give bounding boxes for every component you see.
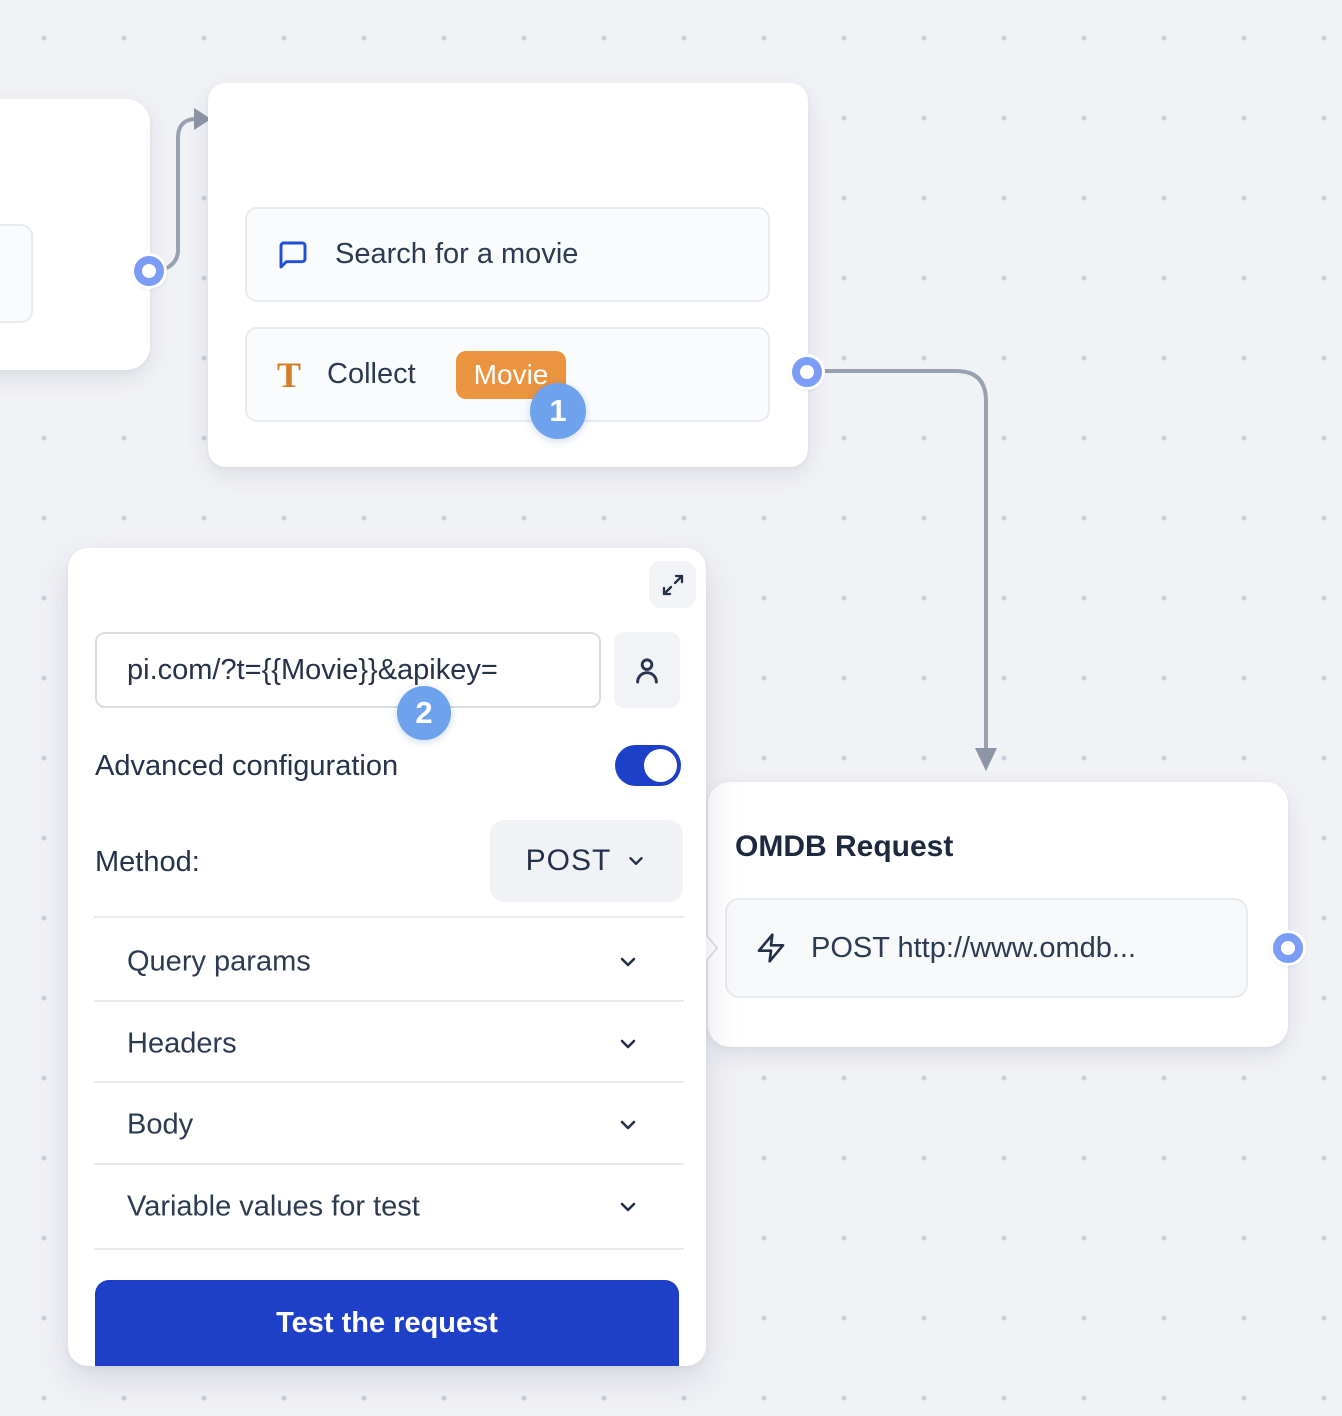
previous-node-item[interactable] <box>0 224 33 323</box>
previous-node-card[interactable] <box>0 99 150 370</box>
omdb-node-request-item[interactable]: POST http://www.omdb... <box>725 898 1248 998</box>
chevron-down-icon <box>616 1113 640 1137</box>
divider <box>94 1248 684 1250</box>
previous-node-output-port[interactable] <box>134 256 164 286</box>
section-variable-values[interactable]: Variable values for test <box>68 1166 706 1248</box>
person-icon <box>631 654 663 686</box>
movie-search-node[interactable]: Movie search Search for a movie T Collec… <box>208 83 808 467</box>
movie-node-message-label: Search for a movie <box>335 238 579 270</box>
advanced-configuration-toggle[interactable] <box>615 745 681 786</box>
expand-button[interactable] <box>649 561 696 608</box>
request-url-input[interactable] <box>95 632 601 708</box>
movie-node-message-item[interactable]: Search for a movie <box>245 207 770 302</box>
movie-node-output-port[interactable] <box>792 357 822 387</box>
section-label: Variable values for test <box>127 1190 420 1223</box>
arrowhead-into-omdb-node <box>975 748 997 771</box>
section-label: Query params <box>127 945 311 978</box>
section-label: Body <box>127 1108 194 1141</box>
chevron-down-icon <box>616 1195 640 1219</box>
chevron-down-icon <box>616 1032 640 1056</box>
step-1-badge: 1 <box>530 383 586 439</box>
divider <box>94 1000 684 1002</box>
wire-movie-to-omdb-node <box>805 369 988 752</box>
section-label: Headers <box>127 1027 237 1060</box>
movie-node-collect-item[interactable]: T Collect Movie <box>245 327 770 422</box>
divider <box>94 916 684 918</box>
omdb-node-title: OMDB Request <box>735 830 954 863</box>
method-value: POST <box>525 844 612 877</box>
chevron-down-icon <box>616 950 640 974</box>
expand-icon <box>661 573 685 597</box>
omdb-request-node[interactable]: OMDB Request POST http://www.omdb... <box>708 782 1288 1047</box>
toggle-knob <box>644 749 677 782</box>
webhook-config-panel: Advanced configuration Method: POST Quer… <box>68 548 706 1366</box>
section-query-params[interactable]: Query params <box>68 921 706 1003</box>
movie-node-collect-label: Collect <box>327 358 416 390</box>
zap-icon <box>755 932 787 964</box>
omdb-node-input-port[interactable] <box>703 931 721 965</box>
wire-left-to-movie-node <box>148 117 198 274</box>
chat-bubble-icon <box>277 239 309 271</box>
divider <box>94 1163 684 1165</box>
section-body[interactable]: Body <box>68 1084 706 1166</box>
divider <box>94 1081 684 1083</box>
section-headers[interactable]: Headers <box>68 1003 706 1085</box>
advanced-configuration-label: Advanced configuration <box>95 750 399 782</box>
variables-button[interactable] <box>614 632 680 708</box>
chevron-down-icon <box>625 850 647 872</box>
method-label: Method: <box>95 846 200 878</box>
method-dropdown[interactable]: POST <box>490 820 683 902</box>
omdb-request-label: POST http://www.omdb... <box>811 931 1137 964</box>
test-request-button[interactable]: Test the request <box>95 1280 679 1366</box>
omdb-node-output-port[interactable] <box>1273 933 1303 963</box>
text-input-icon: T <box>277 354 302 395</box>
step-2-badge: 2 <box>397 686 451 740</box>
